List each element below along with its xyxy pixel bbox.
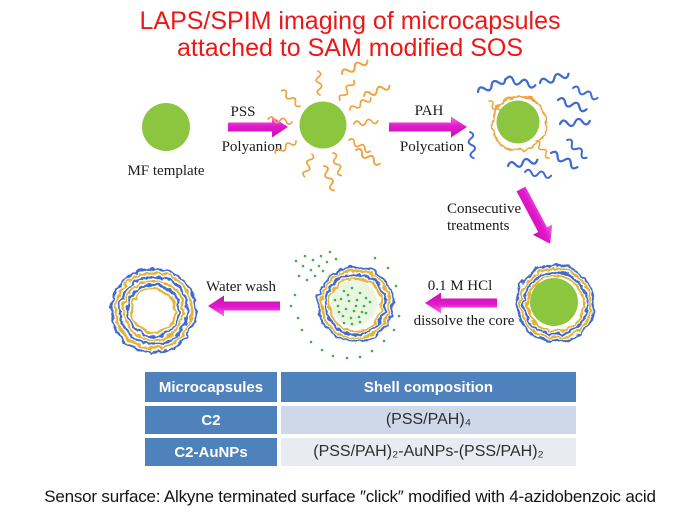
consecutive-treatments-label-1: Consecutive — [447, 201, 521, 217]
polycation-label: Polycation — [400, 139, 465, 155]
mf-template-circle — [142, 103, 190, 151]
consecutive-treatments-label-2: treatments — [447, 218, 510, 234]
table-row-c2aunps-name: C2-AuNPs — [145, 438, 277, 466]
page-title: LAPS/SPIM imaging of microcapsules attac… — [0, 8, 700, 62]
dissolved-core-dots — [289, 250, 401, 360]
table-header-microcapsules: Microcapsules — [145, 372, 277, 402]
water-wash-label: Water wash — [206, 279, 277, 295]
mf-template-label: MF template — [127, 163, 204, 179]
pss-coated-core-circle — [299, 101, 347, 149]
consecutive-treatments-arrow — [516, 186, 553, 244]
title-line-1: LAPS/SPIM imaging of microcapsules — [139, 7, 561, 35]
water-wash-arrow — [208, 295, 280, 317]
hcl-arrow — [425, 292, 497, 314]
sensor-surface-note: Sensor surface: Alkyne terminated surfac… — [44, 487, 656, 506]
table-row-c2aunps-composition: (PSS/PAH)₂-AuNPs-(PSS/PAH)₂ — [281, 438, 576, 466]
title-line-2: attached to SAM modified SOS — [176, 34, 523, 62]
dissolving-microcapsule — [289, 250, 401, 360]
table-row-c2-name: C2 — [145, 406, 277, 434]
pah-label: PAH — [415, 103, 444, 119]
hcl-label: 0.1 M HCl — [428, 278, 493, 294]
pah-arrow — [389, 116, 467, 138]
pss-label: PSS — [230, 104, 255, 120]
table-row-c2-composition: (PSS/PAH)₄ — [281, 406, 576, 434]
pah-coated-capsule — [490, 94, 546, 150]
pss-arrow — [228, 116, 288, 138]
coated-microcapsule — [514, 262, 594, 342]
shell-composition-table: Microcapsules Shell composition C2 (PSS/… — [145, 372, 576, 466]
table-header-shell-composition: Shell composition — [281, 372, 576, 402]
polyanion-label: Polyanion — [222, 139, 283, 155]
hollow-microcapsule — [108, 265, 196, 353]
dissolve-core-label: dissolve the core — [414, 313, 515, 329]
